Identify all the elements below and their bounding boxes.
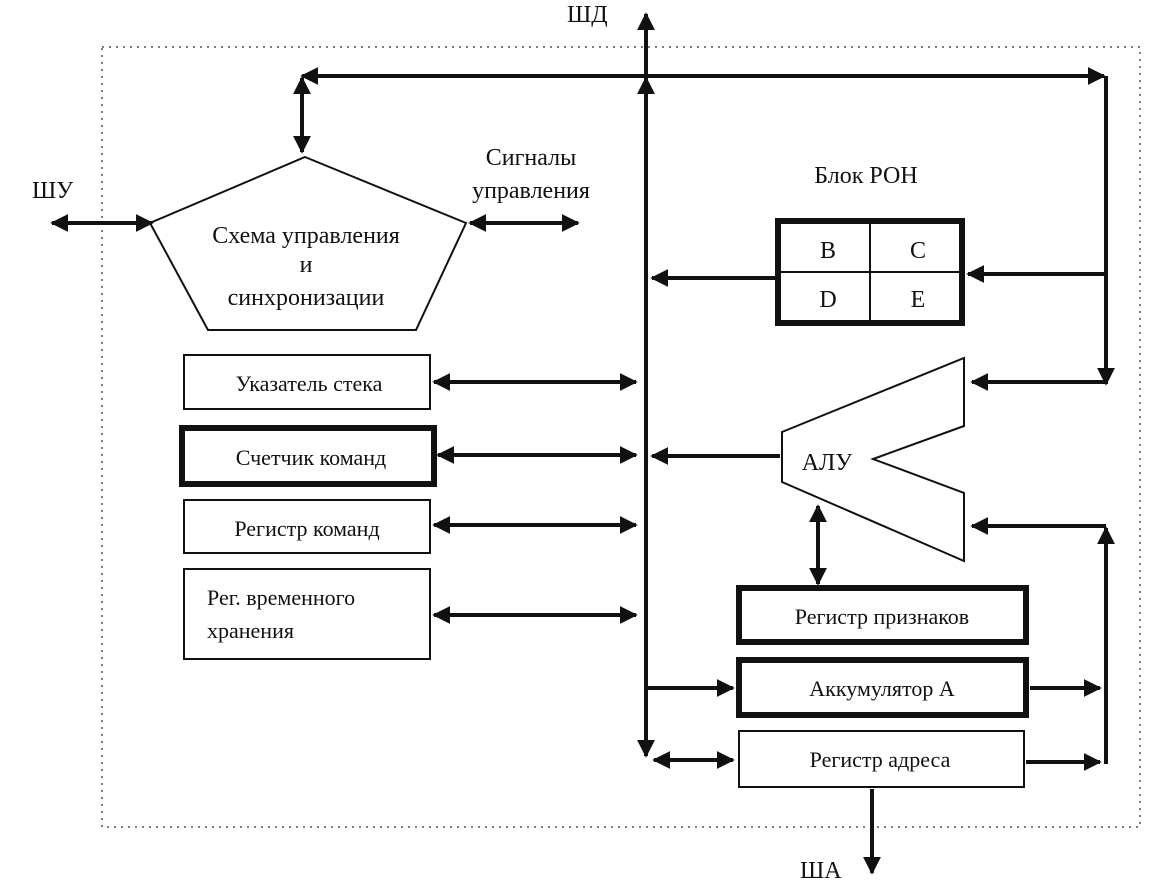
gpr-block-title: Блок РОН [814, 163, 917, 189]
address-register-box [738, 730, 1025, 788]
gpr-cell-b: B [820, 238, 836, 264]
temp-register-box [183, 568, 431, 660]
flags-register-label: Регистр признаков [795, 604, 969, 629]
gpr-cell-d: D [819, 287, 836, 313]
program-counter-label: Счетчик команд [236, 445, 387, 470]
microprocessor-boundary [101, 46, 1141, 828]
control-unit-label-line3: синхронизации [228, 285, 385, 311]
accumulator-box [736, 657, 1029, 718]
alu-shape [781, 356, 965, 563]
alu-label: АЛУ [802, 450, 853, 476]
temp-register-label-line1: Рег. временного [207, 585, 355, 610]
gpr-cell-c: C [910, 238, 926, 264]
control-unit-label-line2: и [300, 252, 313, 278]
address-register-label: Регистр адреса [810, 747, 951, 772]
data-bus-label: ШД [567, 2, 608, 28]
control-sync-unit [148, 155, 468, 331]
gpr-cell-e: E [911, 287, 926, 313]
stack-pointer-label: Указатель стека [236, 371, 383, 396]
control-bus-label: ШУ [32, 178, 73, 204]
flags-register-box [736, 585, 1029, 645]
address-bus-label: ША [800, 858, 842, 884]
instruction-register-box [183, 499, 431, 554]
temp-register-label-line2: хранения [207, 618, 294, 643]
control-signals-label-line1: Сигналы [486, 145, 577, 171]
accumulator-label: Аккумулятор А [809, 676, 955, 701]
control-signals-label-line2: управления [472, 178, 590, 204]
program-counter-box [179, 425, 437, 487]
instruction-register-label: Регистр команд [234, 516, 379, 541]
stack-pointer-box [183, 354, 431, 410]
control-unit-label-line1: Схема управления [212, 223, 400, 249]
